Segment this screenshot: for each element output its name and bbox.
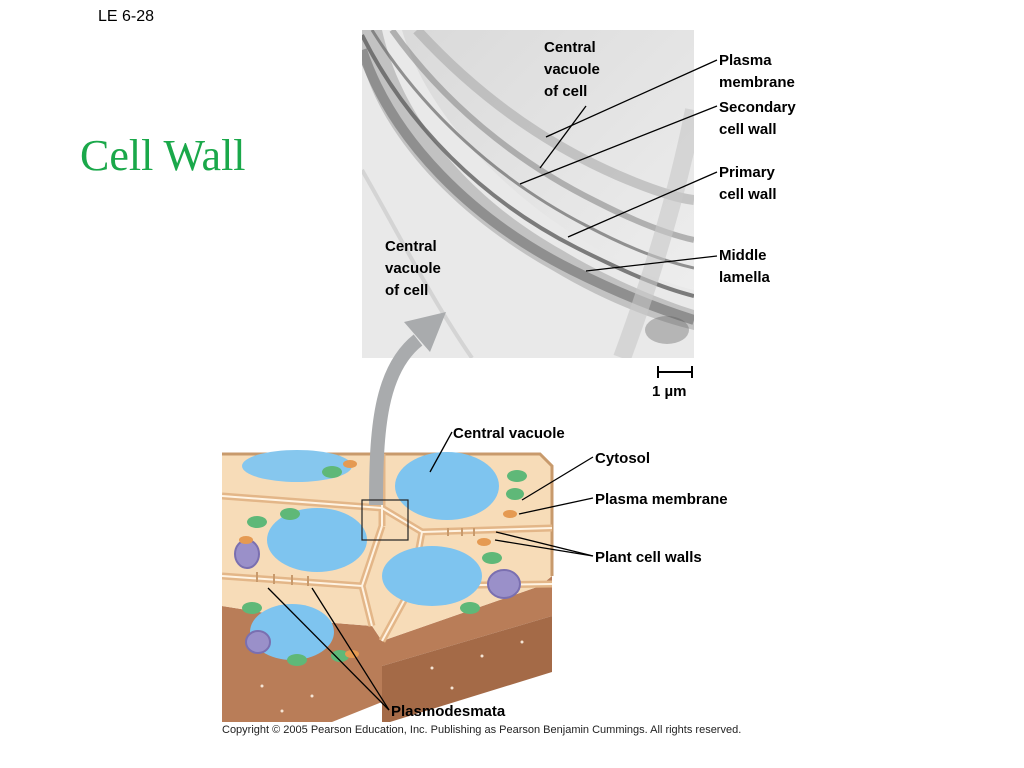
label-middle-lamella: Middle lamella bbox=[719, 247, 770, 286]
label-primary-cell-wall: Primary cell wall bbox=[719, 164, 777, 203]
scale-bar bbox=[657, 366, 693, 378]
label-plasma-membrane: Plasma membrane bbox=[595, 491, 728, 508]
label-cytosol: Cytosol bbox=[595, 450, 651, 467]
label-central-vacuole-top: Central vacuole of cell bbox=[544, 39, 600, 100]
slide-id: LE 6-28 bbox=[98, 8, 155, 25]
scale-bar-label: 1 µm bbox=[652, 383, 687, 400]
label-plasma-membrane-em: Plasma membrane bbox=[719, 52, 795, 91]
label-central-vacuole: Central vacuole bbox=[453, 425, 565, 442]
copyright-notice: Copyright © 2005 Pearson Education, Inc.… bbox=[222, 724, 742, 736]
label-secondary-cell-wall: Secondary cell wall bbox=[719, 99, 796, 138]
slide-title: Cell Wall bbox=[80, 131, 246, 180]
micrograph-image bbox=[362, 30, 694, 358]
label-central-vacuole-left: Central vacuole of cell bbox=[385, 238, 441, 299]
label-plasmodesmata: Plasmodesmata bbox=[391, 703, 506, 720]
label-plant-cell-walls: Plant cell walls bbox=[595, 549, 702, 566]
plant-cells-diagram bbox=[222, 450, 554, 722]
